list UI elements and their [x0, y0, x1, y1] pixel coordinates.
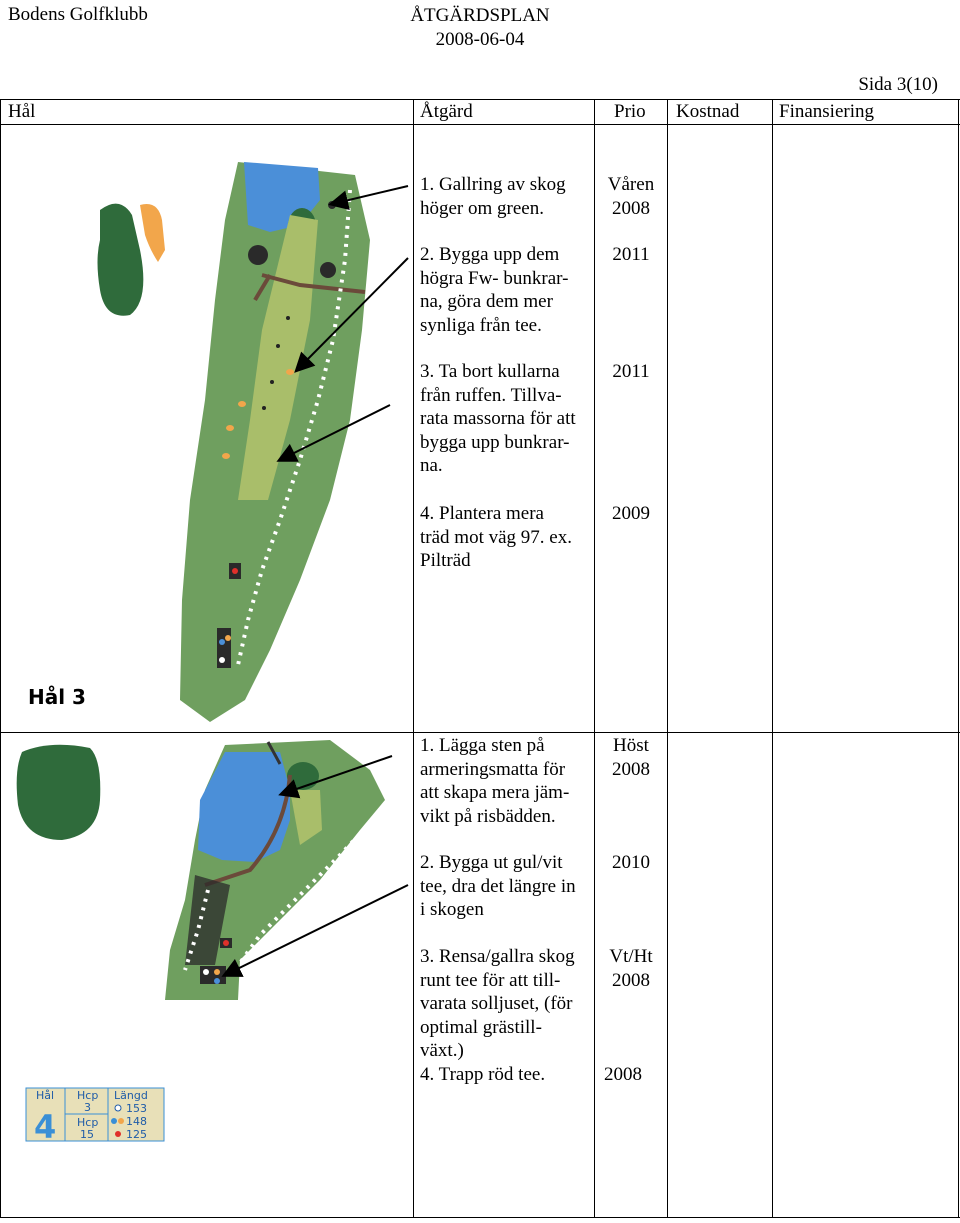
scorecard-langd-label: Längd [114, 1089, 148, 1102]
row1-action-3: 3. Ta bort kullarna från ruffen. Tillva-… [420, 361, 576, 476]
document-heading: ÅTGÄRDSPLAN 2008-06-04 [0, 4, 960, 52]
hole-4-scorecard: Hål 4 Hcp 3 Hcp 15 Längd 153 148 125 [25, 1087, 165, 1146]
row2-action-2: 2. Bygga ut gul/vit tee, dra det längre … [420, 852, 576, 920]
row2-action-1: 1. Lägga sten på armeringsmatta för att … [420, 735, 570, 827]
scorecard-len-yellow-blue: 148 [126, 1115, 147, 1128]
scorecard-hole-number: 4 [34, 1108, 56, 1146]
club-name: Bodens Golfklubb [8, 4, 148, 25]
scorecard-hal-label: Hål [36, 1089, 54, 1102]
row2-action-4: 4. Trapp röd tee. [420, 1064, 546, 1085]
row2-prio-3: Vt/Ht 2008 [609, 946, 653, 991]
row2-prio-2: 2010 [612, 852, 650, 873]
scorecard-len-red: 125 [126, 1128, 147, 1141]
row1-prio-1: Våren 2008 [607, 174, 655, 219]
row2-prio-4: 2008 [604, 1064, 642, 1085]
row2-prio-1: Höst 2008 [612, 735, 650, 780]
column-header-finansiering: Finansiering [779, 101, 874, 122]
scorecard-hcp-men: 3 [84, 1101, 91, 1114]
row1-prio-2: 2011 [612, 244, 650, 265]
document-date: 2008-06-04 [435, 29, 525, 50]
page-number: Sida 3(10) [858, 74, 938, 95]
row1-action-2: 2. Bygga upp dem högra Fw- bunkrar- na, … [420, 244, 569, 336]
scorecard-len-white: 153 [126, 1102, 147, 1115]
scorecard-hcp-women: 15 [80, 1128, 94, 1141]
hole-3-map [97, 162, 409, 722]
row1-prio-4: 2009 [612, 503, 650, 524]
scorecard-hcp-label-1: Hcp [77, 1089, 98, 1102]
column-header-hal: Hål [8, 101, 36, 122]
row1-action-4: 4. Plantera mera träd mot väg 97. ex. Pi… [420, 503, 572, 571]
row1-prio-3: 2011 [612, 361, 650, 382]
hole-4-map [16, 740, 409, 1000]
row2-action-3: 3. Rensa/gallra skog runt tee för att ti… [420, 946, 575, 1061]
scorecard-hcp-label-2: Hcp [77, 1116, 98, 1129]
hole-3-label: Hål 3 [28, 685, 86, 709]
column-header-atgard: Åtgärd [420, 101, 473, 122]
column-header-kostnad: Kostnad [676, 101, 740, 122]
column-header-prio: Prio [614, 101, 646, 122]
document-title: ÅTGÄRDSPLAN [410, 5, 550, 26]
row1-action-1: 1. Gallring av skog höger om green. [420, 174, 566, 219]
